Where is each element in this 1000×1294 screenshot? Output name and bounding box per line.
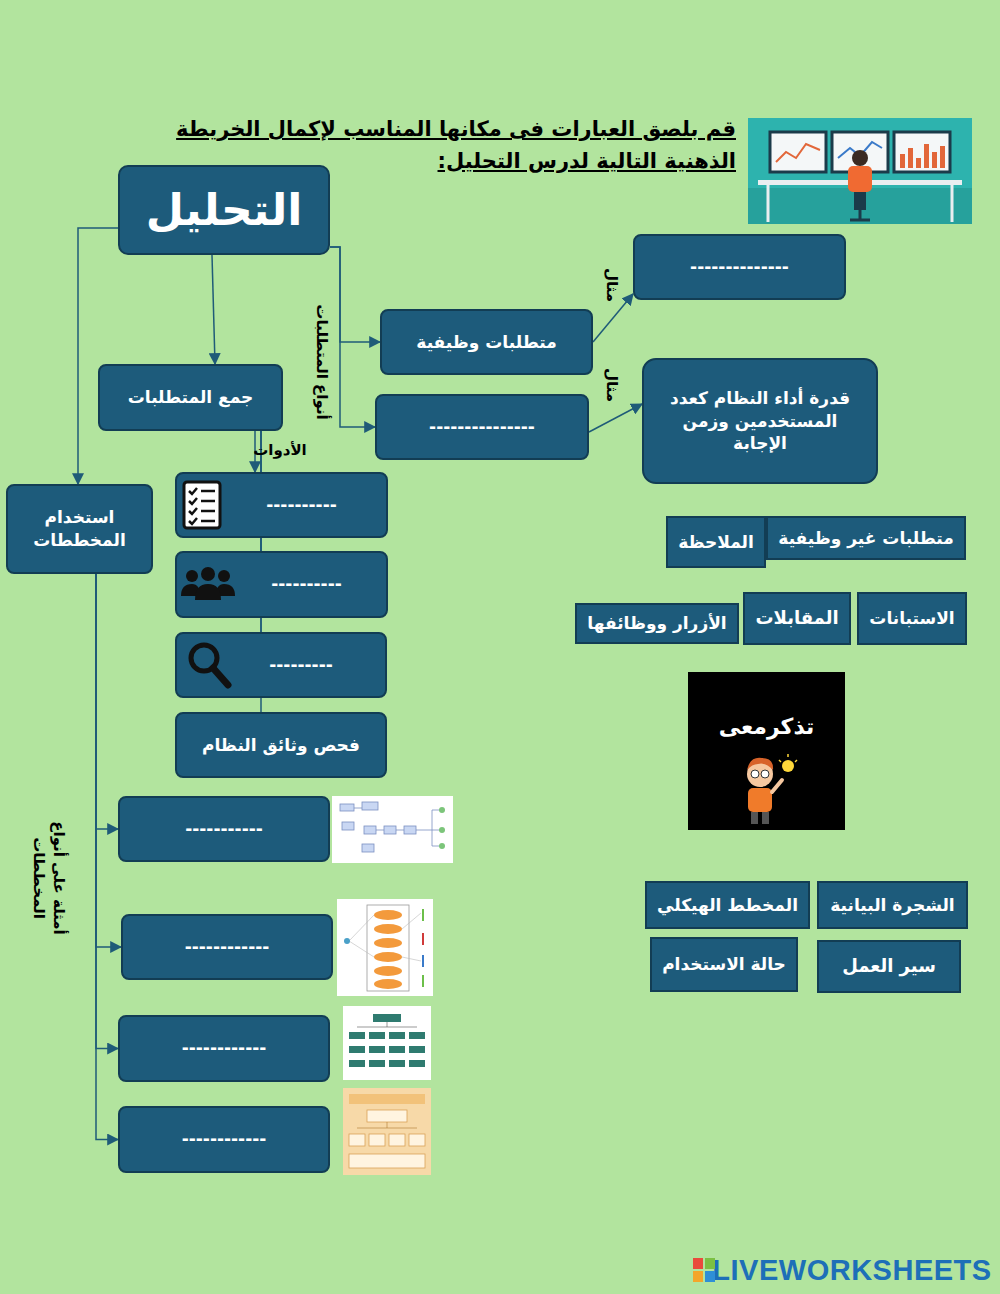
connector <box>330 247 375 427</box>
node-text: ------------ <box>182 1128 267 1151</box>
use-case-thumbnail <box>337 899 433 996</box>
connector <box>212 255 215 364</box>
word-card: الاستبانات <box>857 592 967 645</box>
node-text: المخطط الهيكلي <box>657 894 798 917</box>
tool-box: ---------- <box>175 472 388 538</box>
node-text: متطلبات وظيفية <box>416 331 556 354</box>
word-card: الأزرار ووظائفها <box>575 603 739 644</box>
data-tree-thumbnail <box>343 1088 431 1175</box>
tool-box: فحص وثائق النظام <box>175 712 387 778</box>
node-text: تذكرمعى <box>719 712 815 742</box>
structure-chart-thumbnail <box>343 1006 431 1080</box>
analyst-illustration <box>748 118 972 224</box>
brand-logo <box>693 1258 715 1282</box>
connector <box>96 574 118 1140</box>
process-box: استخدام المخططات <box>6 484 153 574</box>
node-text: الاستبانات <box>869 607 954 630</box>
connector <box>589 404 642 432</box>
word-card: الملاحظة <box>666 516 766 568</box>
node-text: الملاحظة <box>678 531 754 554</box>
node-text: ------------ <box>185 936 270 959</box>
node-text: التحليل <box>146 180 302 239</box>
node-text: ---------- <box>271 573 342 596</box>
root-box: التحليل <box>118 165 330 255</box>
branch-label: مثال <box>603 268 621 302</box>
node-text: فحص وثائق النظام <box>202 734 360 757</box>
node-text: ------------ <box>182 1037 267 1060</box>
node-text: --------- <box>269 654 333 677</box>
word-card: سير العمل <box>817 940 961 993</box>
node-text: قدرة أداء النظام كعدد المستخدمين وزمن ال… <box>654 387 866 456</box>
node-text: جمع المتطلبات <box>128 386 254 409</box>
example-box: قدرة أداء النظام كعدد المستخدمين وزمن ال… <box>642 358 878 484</box>
tool-box: --------- <box>175 632 387 698</box>
connector <box>330 247 380 342</box>
blank-box: -------------- <box>633 234 846 300</box>
process-box: متطلبات وظيفية <box>380 309 593 375</box>
word-card: متطلبات غير وظيفية <box>766 516 966 560</box>
word-card: المخطط الهيكلي <box>645 881 810 929</box>
branch-label: الأدوات <box>253 441 307 459</box>
node-text: الشجرة البيانية <box>830 894 954 917</box>
node-text: حالة الاستخدام <box>662 953 786 976</box>
workflow-thumbnail <box>332 796 453 863</box>
node-text: --------------- <box>429 416 535 439</box>
word-card: الشجرة البيانية <box>817 881 968 929</box>
word-card: المقابلات <box>743 592 851 645</box>
node-text: المقابلات <box>755 606 838 630</box>
reminder-card: تذكرمعى <box>688 672 845 830</box>
connector <box>96 574 121 947</box>
branch-label: مثال <box>603 368 621 402</box>
connector <box>96 574 118 1049</box>
node-text: ---------- <box>266 494 337 517</box>
connector <box>96 574 118 829</box>
title: قم بلصق العبارات فى مكانها المناسب لإكما… <box>168 114 736 177</box>
word-card: حالة الاستخدام <box>650 937 798 992</box>
node-text: سير العمل <box>842 954 936 978</box>
node-text: ----------- <box>185 818 263 841</box>
process-box: جمع المتطلبات <box>98 364 283 431</box>
blank-box: ------------ <box>118 1106 330 1173</box>
node-text: متطلبات غير وظيفية <box>778 527 953 550</box>
node-text: استخدام المخططات <box>18 506 141 552</box>
tool-box: ---------- <box>175 551 388 618</box>
node-text: -------------- <box>690 256 789 279</box>
blank-box: ------------ <box>121 914 333 980</box>
blank-box: ----------- <box>118 796 330 862</box>
blank-box: --------------- <box>375 394 589 460</box>
branch-label: أمثلة على أنواع المخططات <box>29 813 68 943</box>
node-text: الأزرار ووظائفها <box>587 612 726 635</box>
blank-box: ------------ <box>118 1015 330 1082</box>
watermark: LIVEWORKSHEETS <box>712 1254 991 1287</box>
connector <box>78 228 118 484</box>
branch-label: أنواع المتطلبات <box>313 304 331 419</box>
